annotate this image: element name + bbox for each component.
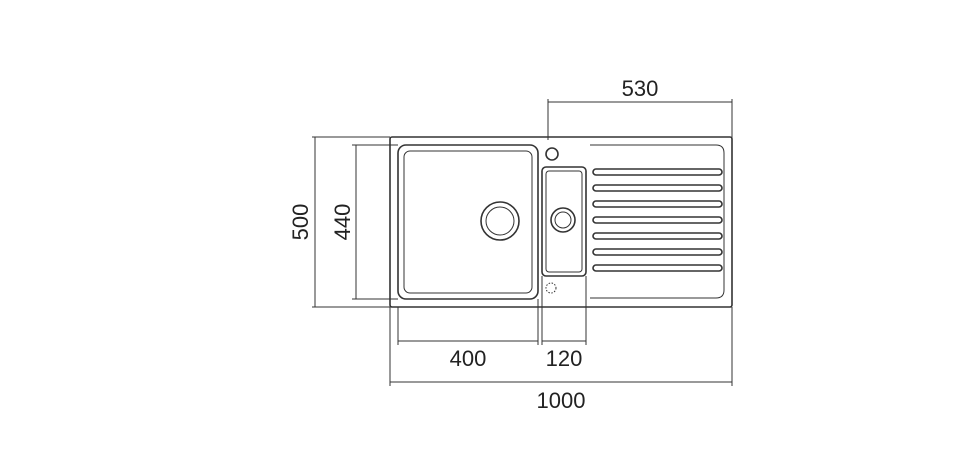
main-drain-inner-icon xyxy=(485,206,515,236)
main-drain-icon xyxy=(480,201,520,241)
small-drain-inner-icon xyxy=(554,211,572,229)
drainboard-groove xyxy=(592,200,723,208)
drainboard-groove xyxy=(592,168,723,176)
bowl-width-label: 400 xyxy=(450,346,487,371)
drainboard-groove xyxy=(592,232,723,240)
small-bowl-inner xyxy=(545,170,583,273)
small-bowl-width-label: 120 xyxy=(546,346,583,371)
drainboard-groove xyxy=(592,216,723,224)
main-bowl-inner xyxy=(403,150,533,294)
overflow-icon xyxy=(545,282,557,294)
sink-outline xyxy=(389,136,733,308)
overall-depth-label: 500 xyxy=(288,204,313,241)
drainboard-outline xyxy=(590,144,725,299)
tap-hole-icon xyxy=(545,147,559,161)
drainboard-groove xyxy=(592,248,723,256)
bowl-depth-label: 440 xyxy=(330,204,355,241)
small-drain-icon xyxy=(550,207,576,233)
main-bowl-outer xyxy=(397,144,539,300)
drainboard-groove xyxy=(592,264,723,272)
top-dimension-label: 530 xyxy=(622,76,659,101)
drainboard-groove xyxy=(592,184,723,192)
overall-width-label: 1000 xyxy=(537,388,586,413)
small-bowl-outer xyxy=(541,166,587,277)
